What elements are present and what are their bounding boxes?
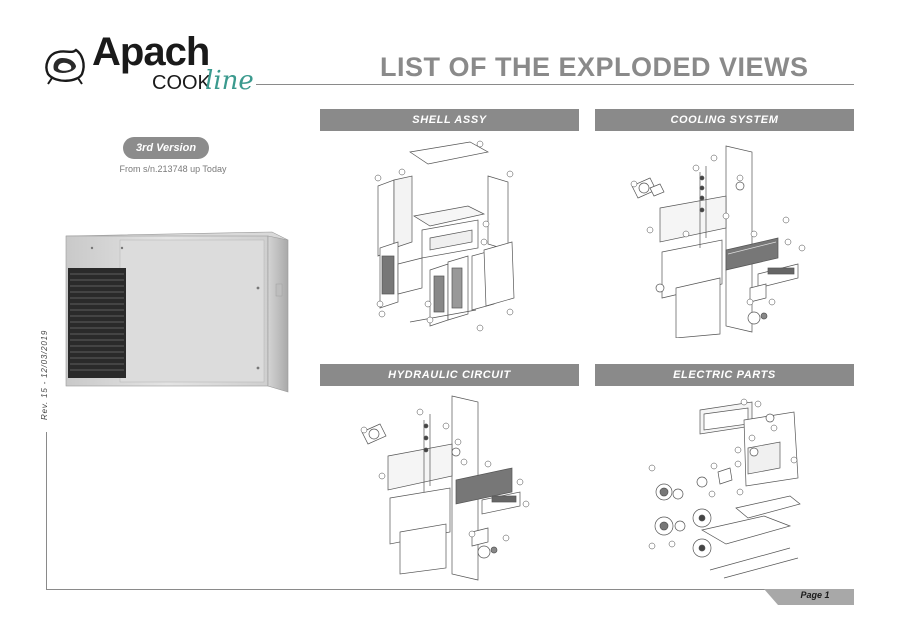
- hydraulic-circuit-diagram[interactable]: [360, 392, 550, 592]
- header-divider: [256, 84, 854, 85]
- frame-left-line: [46, 432, 47, 590]
- page-title: LIST OF THE EXPLODED VIEWS: [380, 52, 809, 82]
- frame-bottom-line: [46, 589, 772, 590]
- apach-logo-icon: [45, 48, 85, 85]
- product-photo: [65, 231, 289, 393]
- section-shell-assy[interactable]: SHELL ASSY: [320, 109, 579, 131]
- section-hydraulic-circuit[interactable]: HYDRAULIC CIRCUIT: [320, 364, 579, 386]
- brand-sub: COOK: [152, 72, 211, 94]
- brand-name: Apach: [92, 30, 210, 74]
- shell-assy-diagram[interactable]: [360, 138, 540, 338]
- electric-parts-diagram[interactable]: [640, 398, 820, 598]
- brand-script: line: [205, 66, 254, 96]
- version-range: From s/n.213748 up Today: [119, 164, 227, 174]
- section-cooling-system[interactable]: COOLING SYSTEM: [595, 109, 854, 131]
- section-electric-parts[interactable]: ELECTRIC PARTS: [595, 364, 854, 386]
- page-number: Page 1: [800, 590, 830, 600]
- version-badge: 3rd Version: [123, 137, 209, 159]
- cooling-system-diagram[interactable]: [630, 138, 830, 338]
- revision-label: Rev. 15 - 12/03/2019: [40, 329, 49, 420]
- page-tab: [764, 589, 854, 605]
